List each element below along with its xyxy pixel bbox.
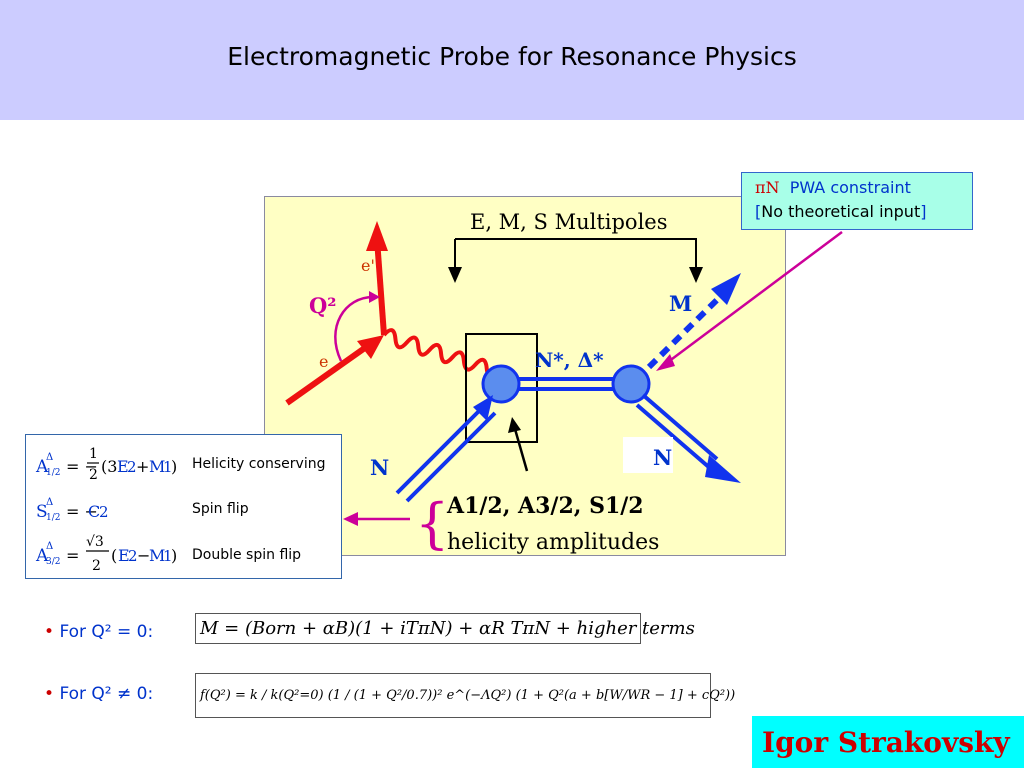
svg-text:M: M — [149, 546, 165, 565]
author-box: Igor Strakovsky — [752, 716, 1024, 768]
svg-text:1: 1 — [163, 547, 173, 565]
brace: { — [415, 492, 449, 555]
equation-q2-zero: M = (Born + αB)(1 + iTπN) + αR TπN + hig… — [195, 613, 695, 644]
helicity-label: helicity amplitudes — [447, 530, 659, 555]
equation-q2-nonzero: f(Q²) = k / k(Q²=0) (1 / (1 + Q²/0.7))² … — [195, 673, 735, 718]
svg-text:= −: = − — [66, 502, 98, 521]
svg-text:C: C — [88, 502, 100, 521]
meson-arrowhead — [711, 273, 741, 305]
svg-text:Δ: Δ — [46, 497, 53, 508]
amplitude-arrow-head — [343, 512, 358, 526]
header-banner — [0, 0, 1024, 120]
svg-text:(: ( — [111, 546, 117, 565]
label-double-spin-flip: Double spin flip — [192, 547, 302, 563]
svg-text:2: 2 — [99, 503, 109, 521]
svg-text:A: A — [35, 457, 49, 477]
constraint-line-1: πN PWA constraint — [755, 176, 972, 200]
electron-in-arrowhead — [357, 335, 384, 359]
feynman-diagram: E, M, S Multipoles e' e Q² N*, Δ* M — [285, 210, 741, 555]
n-out-label-bg — [623, 437, 673, 473]
svg-text:Δ: Δ — [46, 452, 53, 463]
nucleon-in-line-2 — [405, 411, 497, 503]
svg-text:√3: √3 — [86, 534, 104, 550]
bullet-q2-nonzero-text: For Q² ≠ 0: — [59, 684, 154, 704]
helicity-formula-box: A Δ 1/2 = − 1 2 (3 E 2 + M 1 ) S Δ 1/2 =… — [25, 434, 342, 579]
page-title: Electromagnetic Probe for Resonance Phys… — [227, 42, 797, 71]
nucleon-out-line-1 — [641, 393, 719, 461]
nucleon-out-line-2 — [635, 403, 713, 471]
svg-text:2: 2 — [89, 467, 98, 483]
svg-text:1: 1 — [163, 458, 173, 476]
q2-label: Q² — [309, 293, 337, 318]
amplitude-pointer-head — [508, 417, 521, 433]
svg-text:1: 1 — [89, 446, 98, 462]
pwa-constraint-box: πN PWA constraint [No theoretical input] — [741, 172, 973, 230]
amplitudes-label: A1/2, A3/2, S1/2 — [446, 493, 644, 519]
svg-text:2: 2 — [128, 547, 138, 565]
e-prime-label: e' — [361, 256, 375, 275]
svg-text:Δ: Δ — [46, 541, 53, 552]
pwa-label: PWA constraint — [789, 178, 911, 197]
electron-out-arrowhead — [366, 221, 388, 251]
bracket-close: ] — [920, 202, 927, 221]
svg-text:E: E — [117, 457, 129, 476]
vertex-right — [611, 364, 651, 404]
bullet-dot-2: • — [44, 684, 55, 704]
svg-text:+: + — [136, 457, 149, 476]
svg-text:−: − — [137, 546, 150, 565]
bullet-q2-zero: • For Q² = 0: — [44, 622, 153, 642]
q2-arc — [334, 295, 374, 362]
multipoles-arrow-right — [689, 267, 703, 283]
nucleon-in-line-1 — [395, 401, 489, 495]
amplitude-pointer — [513, 428, 529, 472]
nucleon-out-arrowhead — [705, 455, 741, 483]
svg-text:1/2: 1/2 — [46, 468, 60, 478]
nucleon-in-arrowhead — [473, 395, 493, 421]
constraint-arrow-line — [667, 230, 843, 364]
feynman-diagram-panel: E, M, S Multipoles e' e Q² N*, Δ* M — [264, 196, 786, 556]
n-out-label: N — [653, 445, 672, 470]
author-name: Igor Strakovsky — [762, 726, 1010, 759]
svg-text:(3: (3 — [101, 457, 117, 476]
svg-text:=: = — [66, 546, 79, 565]
label-helicity-conserving: Helicity conserving — [192, 456, 326, 472]
bracket-open: [ — [755, 202, 762, 221]
svg-text:): ) — [171, 457, 177, 476]
svg-text:= −: = − — [66, 457, 98, 476]
pi-n-label: πN — [755, 178, 780, 197]
svg-text:E: E — [118, 546, 130, 565]
svg-text:A: A — [35, 546, 49, 566]
resonance-label: N*, Δ* — [535, 348, 604, 372]
svg-text:2: 2 — [127, 458, 137, 476]
svg-text:): ) — [171, 546, 177, 565]
svg-text:3/2: 3/2 — [46, 557, 60, 567]
electron-out-line — [374, 238, 387, 336]
e-label: e — [319, 352, 328, 371]
meson-line — [646, 289, 728, 370]
bullet-q2-nonzero: • For Q² ≠ 0: — [44, 684, 153, 704]
constraint-arrow-head — [656, 354, 675, 371]
svg-text:1/2: 1/2 — [46, 513, 60, 523]
bullet-q2-zero-text: For Q² = 0: — [59, 622, 154, 642]
helicity-formulas: A Δ 1/2 = − 1 2 (3 E 2 + M 1 ) S Δ 1/2 =… — [35, 446, 177, 574]
multipoles-label: E, M, S Multipoles — [470, 210, 668, 234]
svg-text:2: 2 — [92, 558, 101, 574]
m-label: M — [669, 291, 692, 316]
label-spin-flip: Spin flip — [192, 501, 249, 517]
multipoles-arrow-left — [448, 267, 462, 283]
vertex-left — [481, 364, 521, 404]
svg-text:M: M — [149, 457, 165, 476]
electron-in-line — [285, 342, 371, 406]
svg-text:S: S — [36, 502, 48, 522]
bullet-dot-1: • — [44, 622, 55, 642]
constraint-line-2: [No theoretical input] — [755, 200, 972, 224]
q2-arrowhead — [369, 291, 380, 303]
no-input-label: No theoretical input — [761, 202, 921, 221]
n-in-label: N — [370, 455, 389, 480]
